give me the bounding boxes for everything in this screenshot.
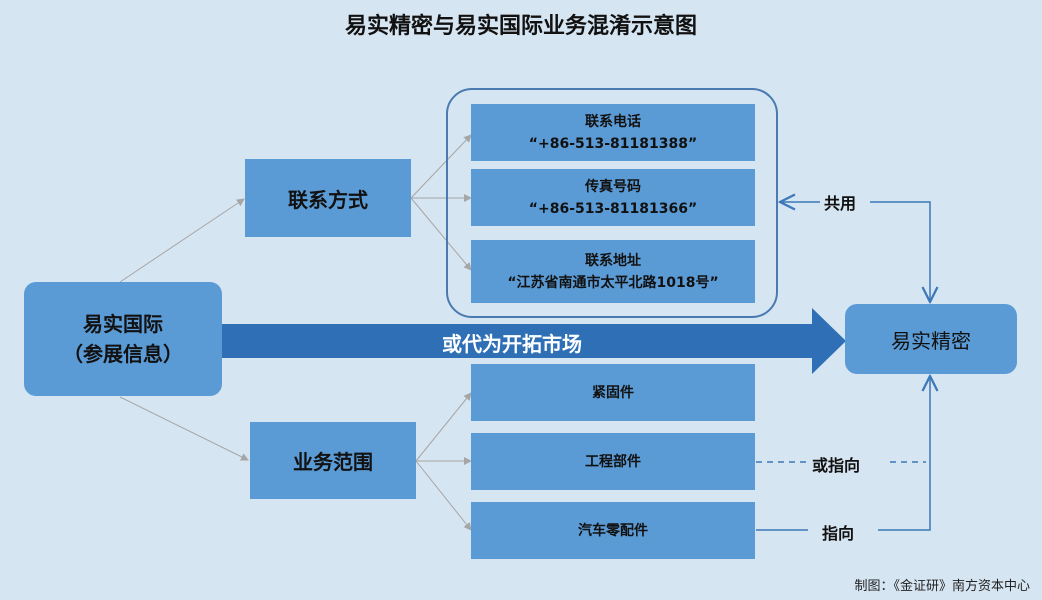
shared-label: 共用 bbox=[820, 190, 861, 214]
phone-value: “+86-513-81181388” bbox=[528, 135, 698, 152]
scope-item-engineering: 工程部件 bbox=[471, 433, 755, 490]
arrow-contact-to-phone bbox=[410, 134, 472, 199]
arrow-scope-to-fasteners bbox=[415, 392, 472, 462]
scope-item-label: 工程部件 bbox=[585, 453, 641, 470]
scope-item-label: 紧固件 bbox=[592, 384, 634, 401]
shared-connector-right bbox=[870, 201, 930, 302]
arrow-scope-to-auto bbox=[415, 460, 472, 531]
contact-box: 联系方式 bbox=[245, 159, 411, 237]
big-arrow bbox=[222, 308, 846, 374]
scope-item-fasteners: 紧固件 bbox=[471, 364, 755, 421]
fax-title: 传真号码 bbox=[585, 178, 641, 195]
scope-box: 业务范围 bbox=[250, 422, 416, 499]
scope-label: 业务范围 bbox=[293, 450, 373, 474]
contact-details-frame bbox=[446, 88, 778, 318]
target-box: 易实精密 bbox=[845, 304, 1017, 374]
target-label: 易实精密 bbox=[891, 328, 971, 353]
address-title: 联系地址 bbox=[585, 252, 641, 269]
address-box: 联系地址 “江苏省南通市太平北路1018号” bbox=[471, 240, 755, 303]
footer-credit: 制图：《金证研》南方资本中心 bbox=[854, 579, 1030, 594]
arrow-contact-to-address bbox=[410, 197, 472, 271]
fax-box: 传真号码 “+86-513-81181366” bbox=[471, 169, 755, 226]
scope-item-label: 汽车零配件 bbox=[578, 522, 648, 539]
points-connector-right bbox=[878, 376, 930, 531]
fax-value: “+86-513-81181366” bbox=[528, 200, 698, 217]
phone-title: 联系电话 bbox=[585, 113, 641, 130]
contact-label: 联系方式 bbox=[288, 187, 368, 212]
source-line2: （参展信息） bbox=[63, 342, 183, 366]
points-label: 指向 bbox=[818, 520, 859, 544]
big-arrow-label: 或代为开拓市场 bbox=[442, 332, 582, 356]
source-box: 易实国际 （参展信息） bbox=[24, 282, 222, 396]
address-value: “江苏省南通市太平北路1018号” bbox=[507, 274, 719, 291]
source-line1: 易实国际 bbox=[83, 312, 163, 336]
arrow-source-to-scope bbox=[119, 396, 249, 461]
phone-box: 联系电话 “+86-513-81181388” bbox=[471, 104, 755, 161]
maybe-points-label: 或指向 bbox=[808, 452, 865, 476]
scope-item-auto: 汽车零配件 bbox=[471, 502, 755, 559]
arrow-source-to-contact bbox=[119, 198, 245, 283]
diagram-title: 易实精密与易实国际业务混淆示意图 bbox=[344, 14, 697, 39]
